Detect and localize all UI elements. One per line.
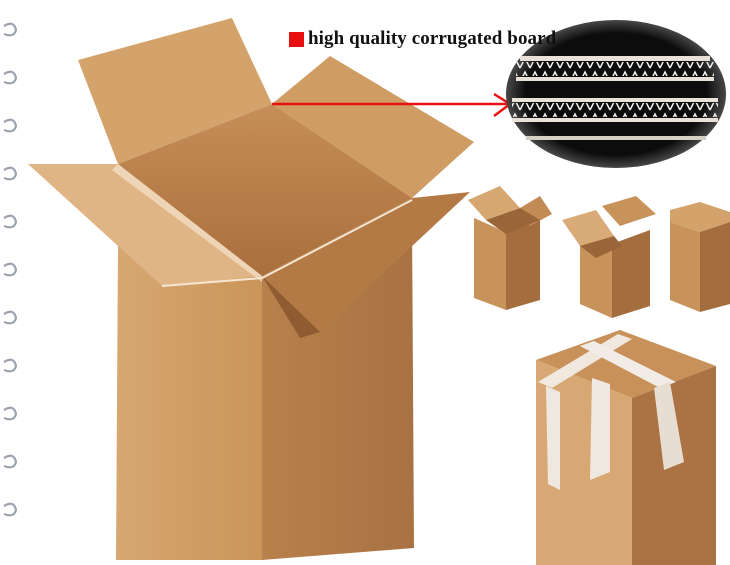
open-cardboard-box	[28, 18, 474, 560]
taped-closed-box	[536, 330, 716, 565]
red-marker-icon	[289, 31, 304, 47]
callout-text: high quality corrugated board	[308, 28, 557, 49]
small-closed-box	[670, 202, 730, 312]
callout-label: high quality corrugated board	[289, 28, 556, 50]
spiral-binding	[3, 22, 18, 517]
small-half-open-box	[562, 196, 656, 318]
small-open-box	[468, 186, 552, 310]
corrugated-board-detail	[506, 20, 726, 168]
